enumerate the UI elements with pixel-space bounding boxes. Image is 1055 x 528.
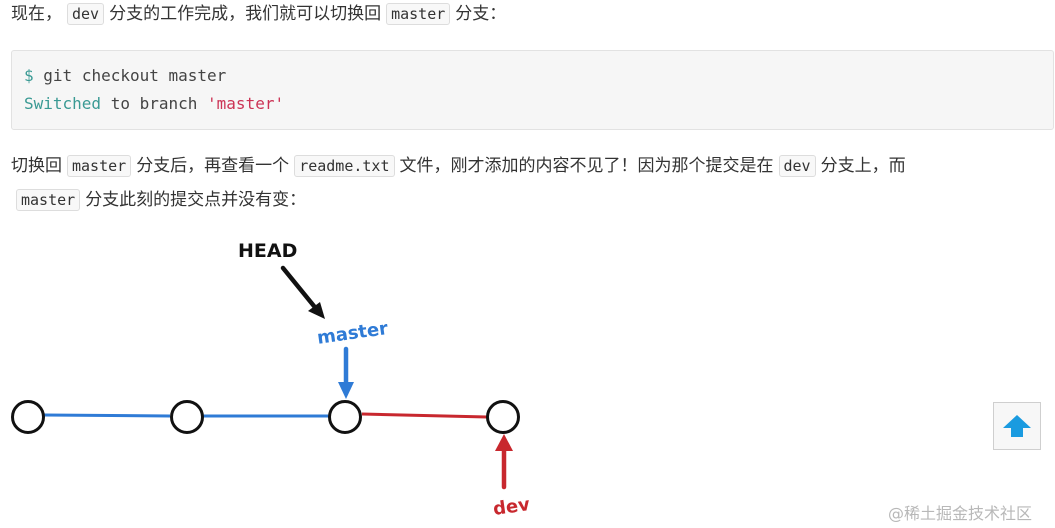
text: 分支此刻的提交点并没有变： (85, 190, 307, 210)
output-text: to branch (101, 94, 208, 113)
code-block: $ git checkout master Switched to branch… (11, 50, 1054, 130)
head-arrow (280, 265, 325, 319)
inline-code-master: master (386, 3, 451, 25)
text: 分支的工作完成，我们就可以切换回 (109, 4, 382, 24)
watermark: @稀土掘金技术社区 (888, 504, 1033, 523)
code-line-output: Switched to branch 'master' (24, 94, 284, 113)
master-arrow (338, 346, 354, 399)
shell-prompt: $ (24, 66, 34, 85)
code-line-command: $ git checkout master (24, 66, 226, 85)
inline-code-dev: dev (778, 155, 816, 177)
back-to-top-button[interactable] (993, 402, 1041, 450)
output-string: 'master' (207, 94, 285, 113)
text: 切换回 (11, 156, 62, 176)
shell-command: git checkout master (43, 66, 227, 85)
inline-code-master: master (16, 189, 81, 211)
commit-edge-dev (361, 412, 488, 419)
git-branch-diagram: HEAD master dev (11, 240, 532, 520)
commit-node-3 (328, 400, 362, 434)
commit-node-4 (486, 400, 520, 434)
text: 现在， (11, 4, 62, 24)
commit-node-2 (170, 400, 204, 434)
output-word: Switched (24, 94, 102, 113)
text: 分支后，再查看一个 (136, 156, 290, 176)
head-label: HEAD (238, 240, 297, 262)
text: 分支： (455, 4, 507, 24)
inline-code-master: master (67, 155, 132, 177)
text: 文件，刚才添加的内容不见了！因为那个提交是在 (399, 156, 774, 176)
dev-label: dev (492, 494, 532, 520)
inline-code-dev: dev (67, 3, 105, 25)
text: 分支上，而 (820, 156, 906, 176)
arrow-up-icon (1003, 415, 1031, 437)
dev-arrow (495, 434, 513, 490)
master-label: master (316, 318, 390, 349)
commit-node-1 (11, 400, 45, 434)
commit-edge-1 (43, 413, 171, 418)
inline-code-readme: readme.txt (294, 155, 395, 177)
